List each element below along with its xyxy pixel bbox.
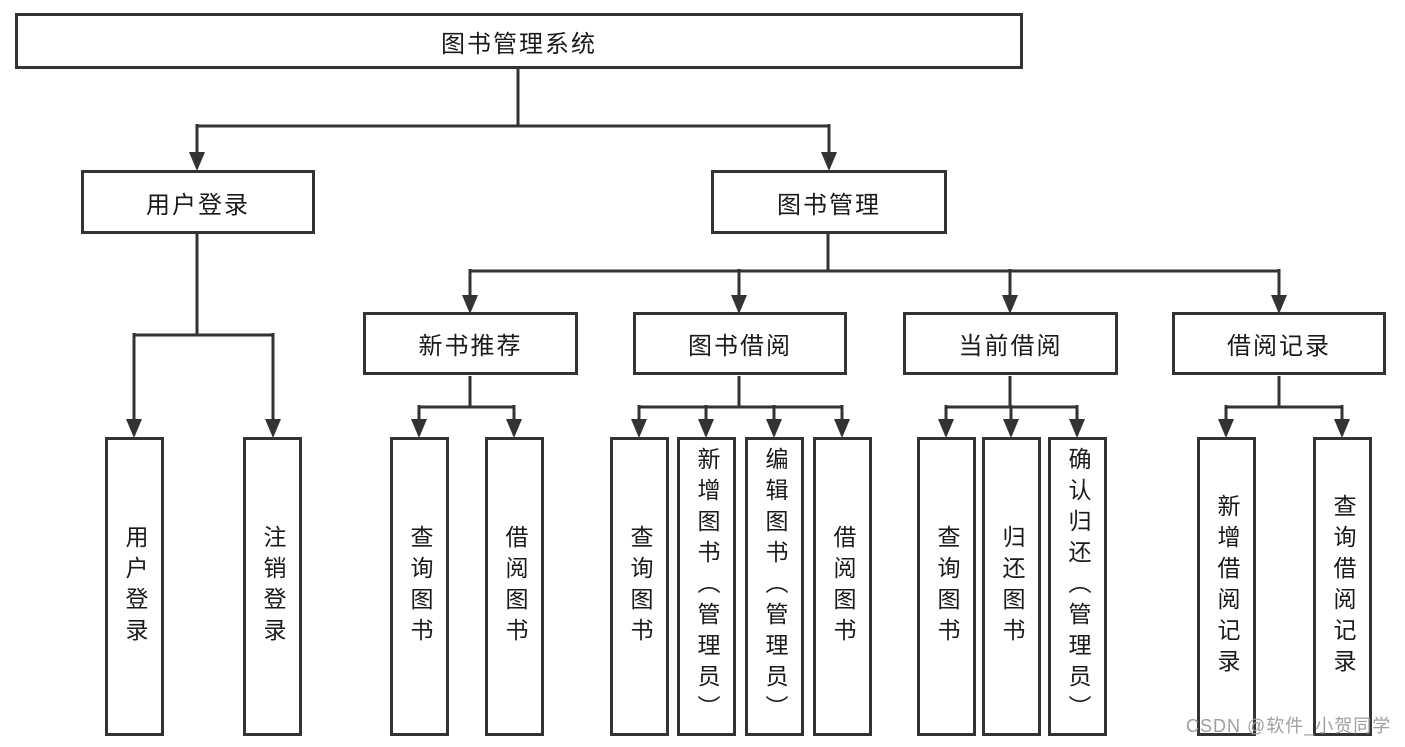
node-current-borrow: 当前借阅: [903, 312, 1118, 375]
leaf-query-books-recommend: 查询图书: [390, 437, 449, 736]
leaf-query-borrow-record: 查询借阅记录: [1313, 437, 1372, 736]
leaf-return-book: 归还图书: [982, 437, 1041, 736]
node-user-login: 用户登录: [81, 170, 315, 234]
leaf-borrow-books: 借阅图书: [813, 437, 872, 736]
leaf-add-borrow-record: 新增借阅记录: [1197, 437, 1256, 736]
leaf-edit-book-admin: 编辑图书（管理员）: [745, 437, 804, 736]
leaf-user-login: 用户登录: [105, 437, 164, 736]
leaf-query-books-current: 查询图书: [917, 437, 976, 736]
leaf-confirm-return-admin: 确认归还（管理员）: [1048, 437, 1107, 736]
node-borrow-records: 借阅记录: [1172, 312, 1386, 375]
node-library-system: 图书管理系统: [15, 13, 1023, 69]
node-new-book-recommend: 新书推荐: [363, 312, 578, 375]
leaf-add-book-admin: 新增图书（管理员）: [677, 437, 736, 736]
node-book-management: 图书管理: [711, 170, 947, 234]
leaf-query-books-borrow: 查询图书: [610, 437, 669, 736]
leaf-borrow-books-recommend: 借阅图书: [485, 437, 544, 736]
watermark: CSDN @软件_小贺同学: [1186, 716, 1392, 736]
node-book-borrow: 图书借阅: [633, 312, 847, 375]
leaf-logout: 注销登录: [243, 437, 302, 736]
